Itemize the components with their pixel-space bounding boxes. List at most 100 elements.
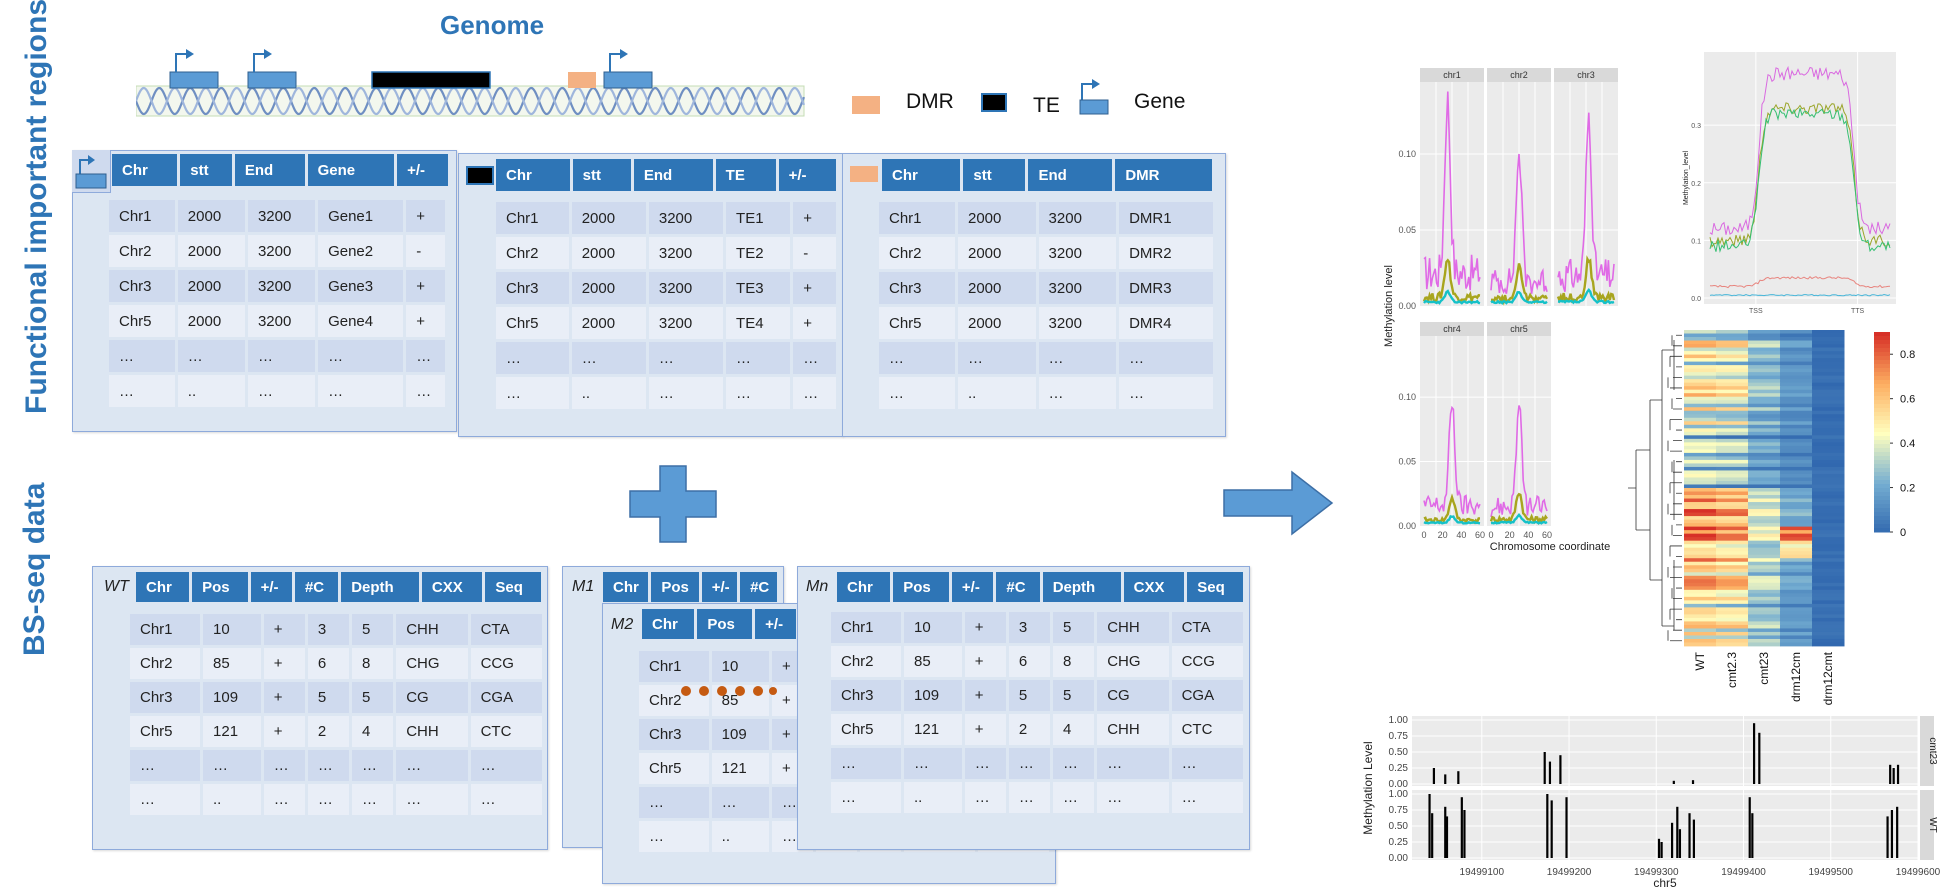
- table-cell: …: [639, 821, 709, 852]
- heatmap-cell: [1780, 414, 1813, 419]
- col-header: End: [1028, 159, 1113, 191]
- heatmap-cell: [1684, 617, 1717, 622]
- table-cell: …: [1119, 377, 1213, 409]
- colorbar-segment: [1874, 336, 1890, 341]
- heatmap-cell: [1748, 565, 1781, 570]
- heatmap-cell: [1716, 463, 1749, 468]
- heatmap-cell: [1716, 519, 1749, 524]
- col-header: stt: [572, 159, 631, 191]
- track-bar: [1896, 764, 1900, 784]
- heatmap-cell: [1780, 372, 1813, 377]
- heatmap-cell: [1748, 382, 1781, 387]
- heatmap-cell: [1748, 509, 1781, 513]
- heatmap-cell: [1716, 414, 1749, 419]
- heatmap-cell: [1812, 386, 1845, 391]
- heatmap-cell: [1748, 621, 1781, 626]
- heatmap-cell: [1684, 631, 1717, 636]
- table-cell: …: [263, 750, 305, 781]
- table-cell: +: [263, 682, 305, 713]
- y-tick-label: 0.25: [1389, 763, 1409, 774]
- heatmap-cell: [1812, 466, 1845, 471]
- heatmap-cell: [1716, 607, 1749, 612]
- col-header: Chr: [112, 154, 178, 186]
- heatmap-cell: [1716, 540, 1749, 545]
- track-bar: [1548, 761, 1552, 784]
- heatmap-cell: [1812, 610, 1845, 615]
- table-cell: CTC: [1171, 714, 1243, 745]
- table-cell: DMR3: [1119, 272, 1213, 304]
- heatmap-cell: [1812, 575, 1845, 580]
- track-bar: [1445, 816, 1449, 858]
- heatmap-cell: [1716, 561, 1749, 566]
- plus-icon: [629, 465, 717, 543]
- table-cell: …: [879, 342, 955, 374]
- heatmap-cell: [1748, 544, 1781, 549]
- plot-panel: [1704, 52, 1896, 304]
- facet-label: chr4: [1443, 324, 1461, 334]
- col-header: Pos: [893, 572, 949, 602]
- heatmap-cell: [1684, 365, 1717, 370]
- facet-label: WT: [1927, 817, 1938, 833]
- table-cell: …: [307, 784, 350, 815]
- table-cell: …: [1097, 748, 1169, 779]
- heatmap-cell: [1812, 516, 1845, 520]
- colorbar-segment: [1874, 416, 1890, 421]
- colorbar-segment: [1874, 452, 1890, 457]
- colorbar-segment: [1874, 344, 1890, 349]
- heatmap-cell: [1812, 340, 1845, 345]
- heatmap-cell: [1748, 533, 1781, 538]
- table-cell: 3: [307, 614, 350, 645]
- heatmap-cell: [1812, 417, 1845, 422]
- heatmap-cell: [1684, 498, 1717, 503]
- heatmap-cell: [1748, 526, 1781, 531]
- heatmap-cell: [1812, 393, 1845, 398]
- heatmap-cell: [1748, 361, 1781, 366]
- heatmap-cell: [1780, 424, 1813, 429]
- table-cell: …: [1097, 782, 1169, 813]
- table-cell: Chr1: [496, 202, 569, 234]
- colorbar-segment: [1874, 340, 1890, 345]
- heatmap-cell: [1748, 393, 1781, 398]
- heatmap-cell: [1716, 354, 1749, 359]
- heatmap-cell: [1748, 607, 1781, 612]
- heatmap-cell: [1780, 403, 1813, 408]
- col-header: +/-: [250, 572, 292, 602]
- series-line: [1557, 288, 1615, 305]
- heatmap-cell: [1684, 452, 1717, 457]
- table-cell: +: [406, 305, 445, 337]
- table-cell: CG: [396, 682, 468, 713]
- table-cell: Chr2: [496, 237, 569, 269]
- heatmap-cell: [1716, 400, 1749, 405]
- heatmap-cell: [1748, 631, 1781, 636]
- heatmap-cell: [1748, 463, 1781, 468]
- table-cell: ..: [958, 377, 1036, 409]
- table-cell: 3200: [648, 307, 724, 339]
- heatmap-cell: [1684, 435, 1717, 440]
- track-bar: [1460, 797, 1463, 858]
- table-cell: Chr5: [879, 307, 955, 339]
- table-cell: CTA: [1171, 612, 1243, 643]
- table-cell: …: [964, 782, 1006, 813]
- track-bar: [1432, 768, 1436, 784]
- table-cell: 2: [1008, 714, 1051, 745]
- colorbar-segment: [1874, 464, 1890, 469]
- heatmap-cell: [1812, 582, 1845, 587]
- track-panel: [1412, 790, 1918, 860]
- col-header: Chr: [837, 572, 891, 602]
- heatmap-cell: [1812, 617, 1845, 622]
- col-header: Pos: [651, 572, 699, 602]
- heatmap-cell: [1716, 635, 1749, 640]
- heatmap-cell: [1684, 488, 1717, 492]
- x-tick-label: 40: [1523, 530, 1533, 540]
- heatmap-cell: [1780, 523, 1813, 528]
- heatmap-cell: [1780, 635, 1813, 640]
- legend-gene: Gene: [1134, 90, 1186, 113]
- track-bar: [1565, 797, 1568, 858]
- heatmap-cell: [1716, 358, 1749, 362]
- heatmap-cell: [1684, 572, 1717, 577]
- table-cell: CCG: [1171, 646, 1243, 677]
- heatmap-cell: [1812, 375, 1845, 380]
- heatmap-cell: [1716, 526, 1749, 531]
